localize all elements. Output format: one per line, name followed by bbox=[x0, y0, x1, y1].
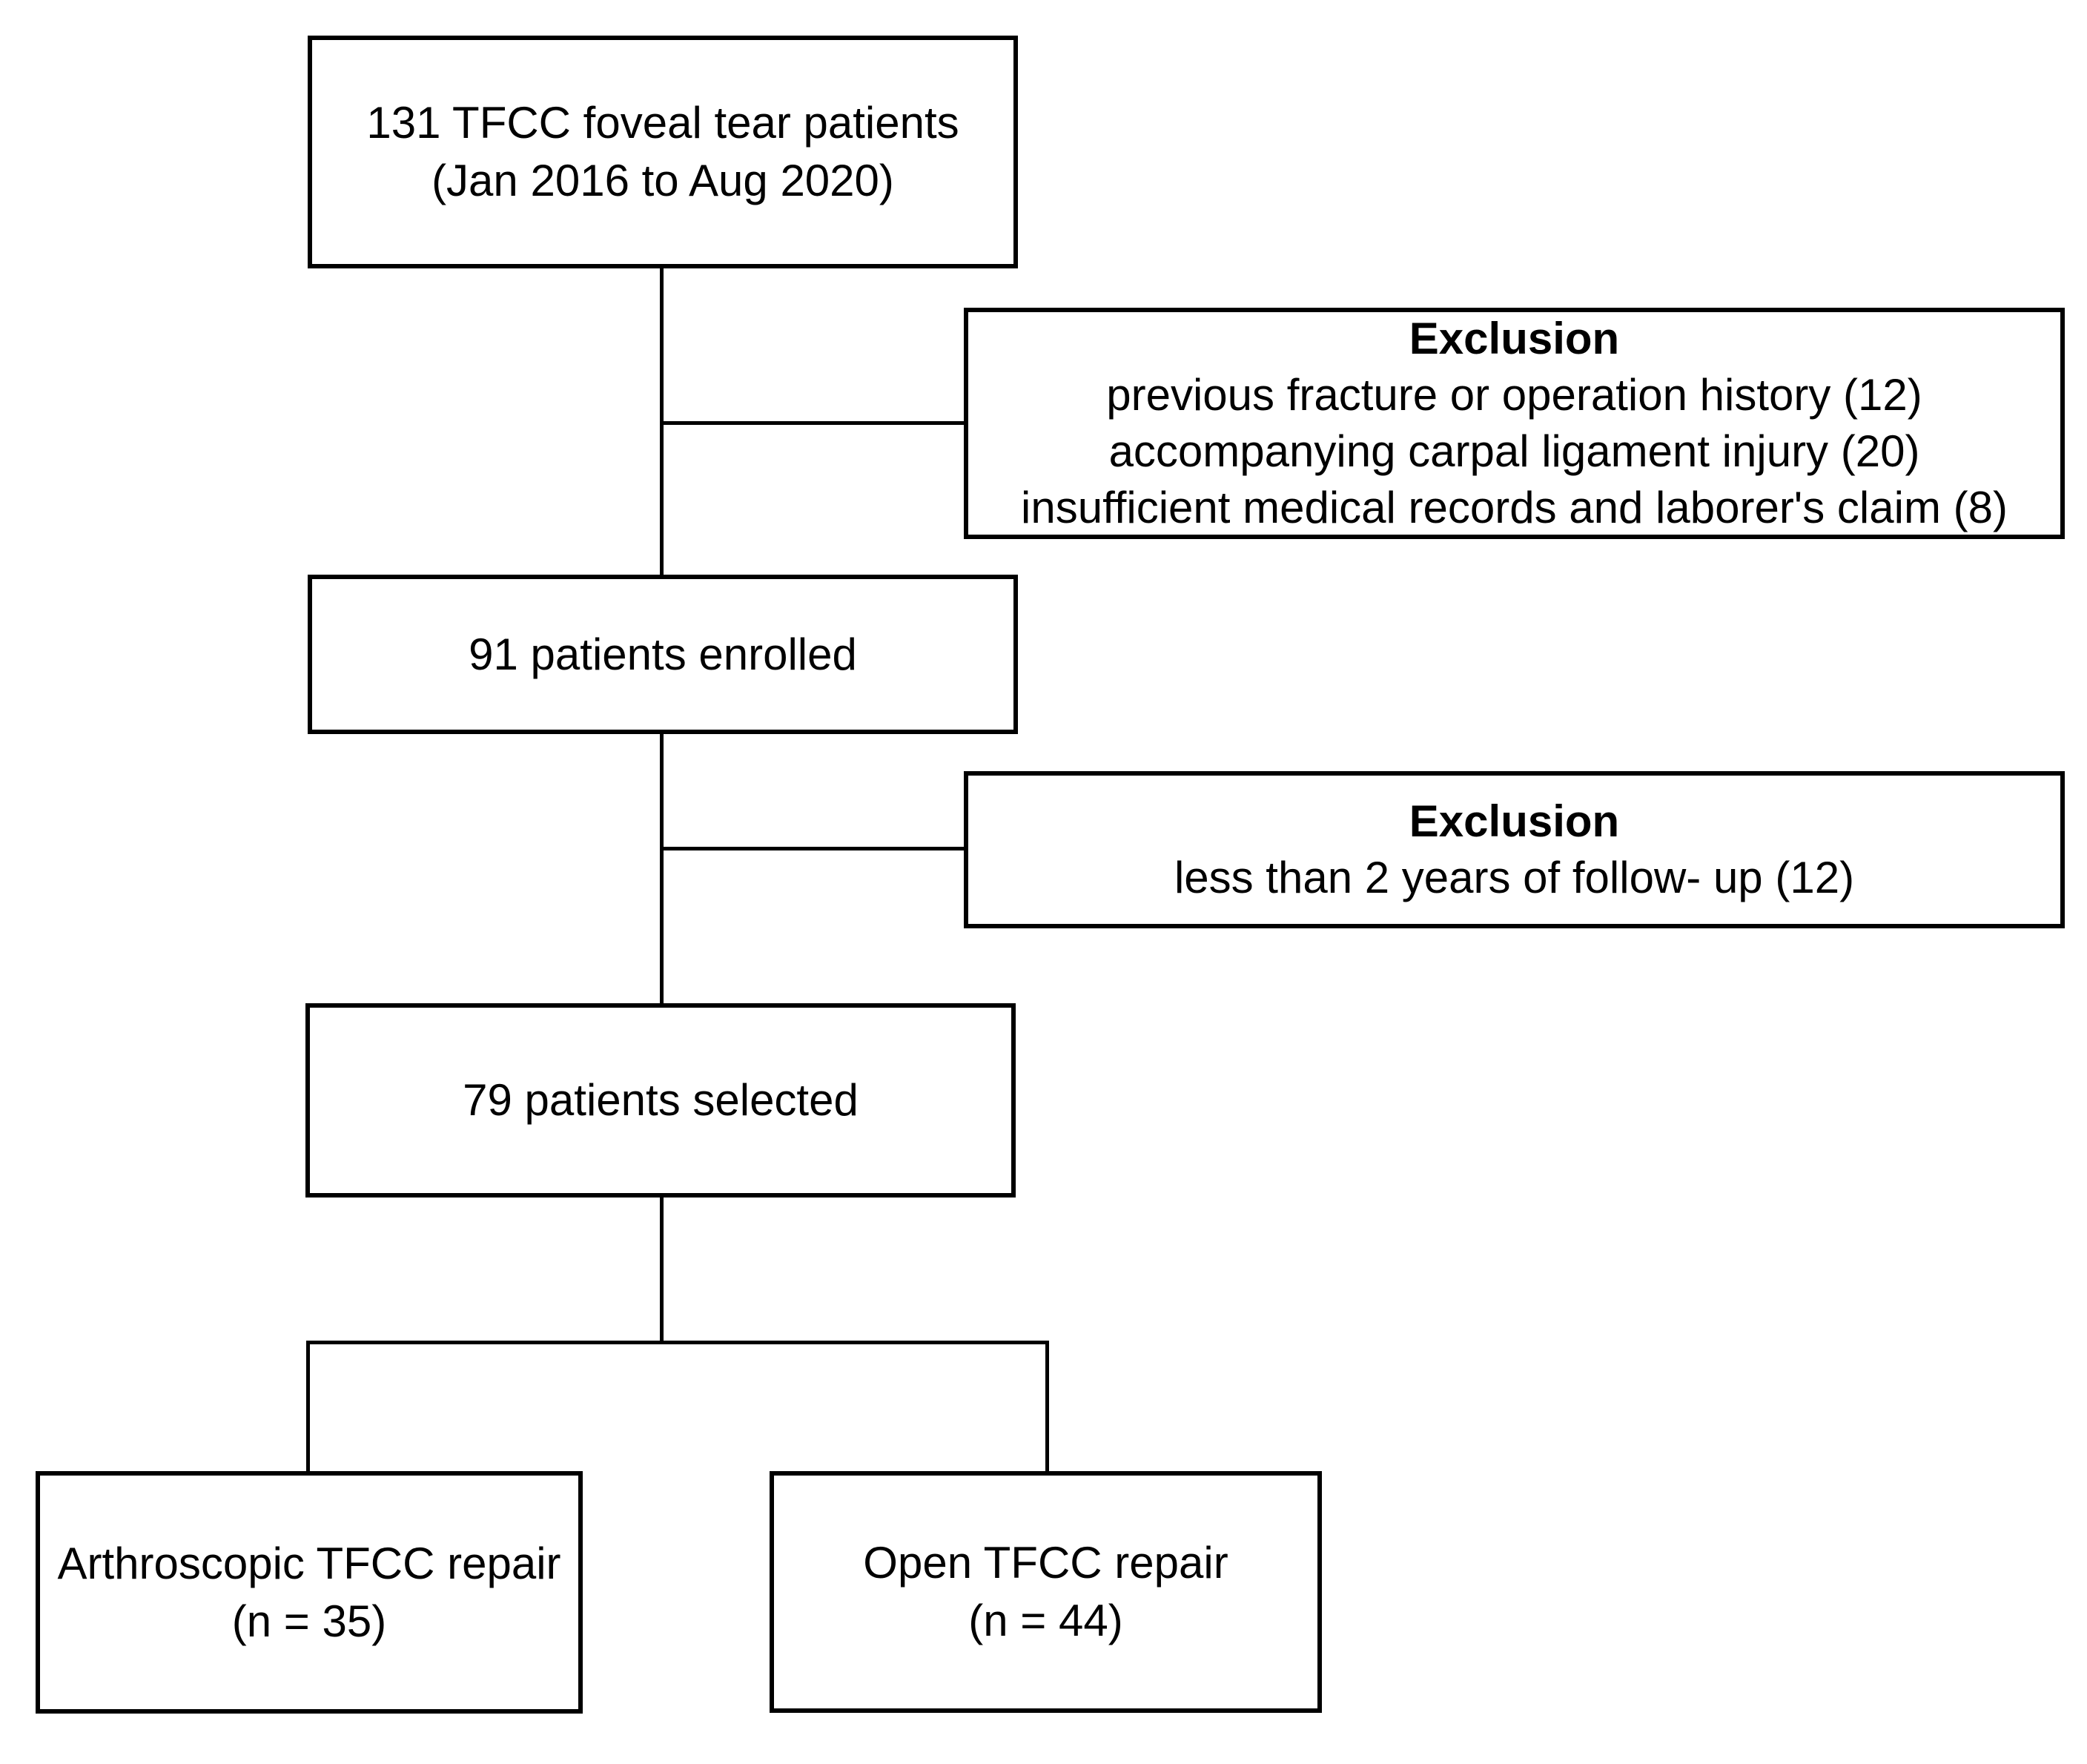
node-selected-label: 79 patients selected bbox=[463, 1075, 859, 1125]
node-exclusion-1: Exclusion previous fracture or operation… bbox=[964, 308, 2065, 539]
node-open-repair: Open TFCC repair (n = 44) bbox=[770, 1471, 1322, 1713]
node-exclusion-2: Exclusion less than 2 years of follow- u… bbox=[964, 771, 2065, 928]
node-initial-cohort: 131 TFCC foveal tear patients (Jan 2016 … bbox=[308, 36, 1018, 268]
branch-horizontal-line bbox=[306, 1341, 1049, 1344]
node-arthroscopic-line2: (n = 35) bbox=[231, 1596, 387, 1646]
exclusion-1-item: previous fracture or operation history (… bbox=[1106, 370, 1922, 420]
node-open-line1: Open TFCC repair bbox=[863, 1538, 1228, 1588]
node-enrolled: 91 patients enrolled bbox=[308, 575, 1018, 734]
connector-to-exclusion1 bbox=[662, 421, 966, 425]
exclusion-2-title: Exclusion bbox=[1409, 796, 1620, 846]
exclusion-1-title: Exclusion bbox=[1409, 314, 1620, 363]
node-arthroscopic-line1: Arthroscopic TFCC repair bbox=[57, 1538, 561, 1588]
connector-enrolled-to-selected bbox=[660, 734, 664, 1003]
node-initial-line1: 131 TFCC foveal tear patients bbox=[366, 98, 959, 148]
node-enrolled-label: 91 patients enrolled bbox=[469, 629, 857, 679]
node-arthroscopic-repair: Arthroscopic TFCC repair (n = 35) bbox=[36, 1471, 583, 1714]
branch-drop-left bbox=[306, 1341, 310, 1471]
node-open-line2: (n = 44) bbox=[968, 1596, 1123, 1645]
connector-initial-to-enrolled bbox=[660, 268, 664, 575]
branch-drop-right bbox=[1045, 1341, 1049, 1471]
exclusion-2-item: less than 2 years of follow- up (12) bbox=[1174, 853, 1855, 902]
node-initial-line2: (Jan 2016 to Aug 2020) bbox=[431, 156, 894, 205]
connector-to-exclusion2 bbox=[662, 847, 966, 850]
exclusion-1-item: accompanying carpal ligament injury (20) bbox=[1108, 426, 1920, 476]
node-selected: 79 patients selected bbox=[305, 1003, 1016, 1198]
exclusion-1-item: insufficient medical records and laborer… bbox=[1021, 483, 2008, 532]
connector-selected-to-branch bbox=[660, 1198, 664, 1343]
